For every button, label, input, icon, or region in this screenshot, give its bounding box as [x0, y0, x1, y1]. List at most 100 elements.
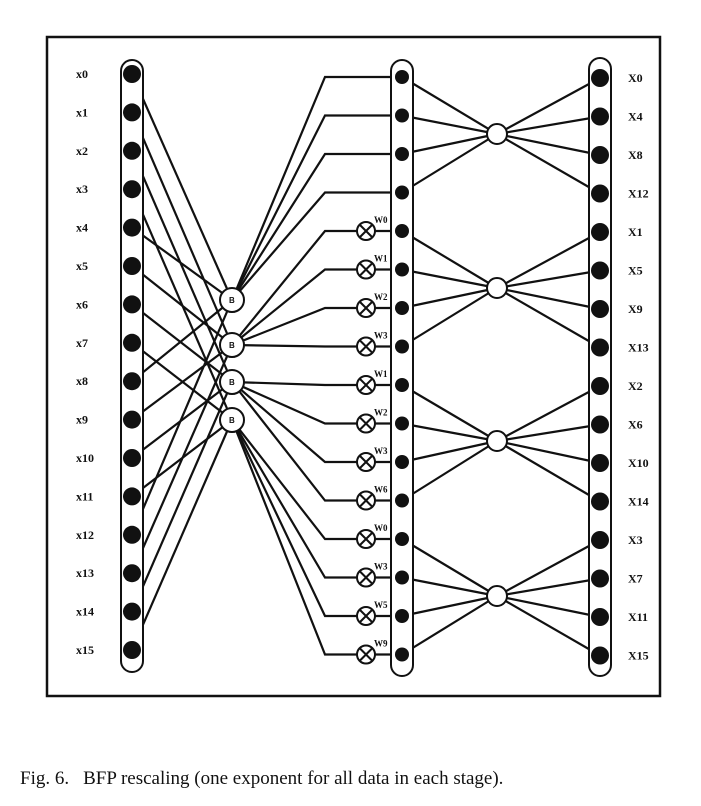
- bfp-node: [219, 332, 245, 358]
- output-label: X9: [628, 302, 643, 316]
- middle-to-group-line: [401, 76, 498, 135]
- multiplier-cross: [359, 455, 373, 469]
- group-to-output-line: [496, 577, 601, 598]
- output-label: X6: [628, 418, 643, 432]
- bfp-label: B: [229, 378, 235, 387]
- bfp-label: B: [229, 416, 235, 425]
- middle-to-group-line: [401, 422, 498, 443]
- output-label: X2: [628, 379, 643, 393]
- input-node: [123, 487, 141, 506]
- middle-to-group-line: [401, 576, 498, 598]
- input-label: x2: [76, 144, 88, 158]
- output-label: X5: [628, 264, 643, 278]
- bfp-to-twiddle-line: [231, 380, 402, 387]
- figure-number: Fig. 6.: [20, 768, 70, 789]
- bfp-to-twiddle-line: [231, 381, 402, 502]
- output-node: [591, 146, 609, 164]
- output-node: [591, 377, 609, 395]
- multiplier-cross: [359, 339, 373, 354]
- input-node: [123, 602, 141, 621]
- input-label: x11: [76, 489, 93, 503]
- group-to-output-line: [496, 286, 601, 311]
- bfp-to-twiddle-line: [231, 229, 402, 346]
- input-node: [123, 564, 141, 583]
- bfp-label: B: [229, 341, 235, 350]
- figure-caption-text: BFP rescaling (one exponent for all data…: [83, 768, 504, 789]
- output-column-bar: [588, 57, 612, 677]
- middle-to-group-line: [401, 133, 498, 194]
- group-to-output-line: [496, 440, 601, 503]
- input-to-bfp-line: [131, 299, 233, 383]
- bfp-to-twiddle-line: [231, 380, 402, 425]
- bfp-to-middle-line: [230, 75, 402, 301]
- middle-to-group-line: [401, 439, 498, 464]
- output-node: [591, 338, 609, 357]
- output-label: X14: [628, 495, 649, 509]
- twiddle-label: W3: [374, 331, 388, 341]
- group-to-output-line: [496, 132, 601, 157]
- output-label: X10: [628, 456, 649, 470]
- bfp-to-twiddle-line: [231, 381, 402, 464]
- bfp-node: [219, 369, 245, 395]
- multiplier-cross: [359, 570, 373, 585]
- multiplier-cross: [359, 609, 373, 623]
- middle-to-group-line: [401, 440, 498, 502]
- input-node: [123, 641, 141, 659]
- group-to-output-line: [496, 539, 601, 597]
- twiddle-label: W2: [374, 292, 388, 302]
- output-node: [591, 492, 609, 511]
- bfp-to-middle-line: [231, 114, 402, 301]
- multiplier-cross: [359, 647, 373, 662]
- input-label: x1: [76, 105, 88, 119]
- input-label: x6: [76, 297, 88, 311]
- input-label: x5: [76, 259, 88, 273]
- butterfly-node: [486, 277, 508, 299]
- output-node: [591, 300, 609, 318]
- input-to-bfp-line: [130, 381, 234, 613]
- input-node: [123, 333, 141, 352]
- bfp-to-twiddle-line: [231, 268, 402, 346]
- output-label: X12: [628, 187, 649, 201]
- diagram-nodes: x0x1x2x3x4x5x6x7x8x9x10x11x12x13x14x15X0…: [76, 65, 649, 665]
- butterfly-node: [486, 430, 508, 452]
- butterfly-node: [486, 123, 508, 145]
- output-node: [591, 608, 609, 626]
- input-node: [123, 180, 141, 199]
- multiplier-cross: [359, 532, 373, 546]
- input-label: x8: [76, 374, 88, 388]
- output-label: X4: [628, 110, 643, 124]
- input-node: [123, 295, 141, 314]
- output-node: [591, 454, 609, 472]
- group-to-output-line: [496, 133, 601, 195]
- output-node: [591, 569, 609, 588]
- input-to-bfp-line: [130, 419, 234, 651]
- multiplier-cross: [359, 416, 373, 431]
- output-node: [591, 107, 609, 126]
- middle-node: [395, 609, 409, 623]
- input-label: x4: [76, 221, 88, 235]
- input-label: x13: [76, 566, 94, 580]
- multiplier-cross: [359, 262, 373, 277]
- input-label: x10: [76, 451, 94, 465]
- middle-to-group-line: [401, 230, 498, 289]
- bfp-to-twiddle-line: [231, 419, 402, 618]
- middle-node: [395, 647, 409, 662]
- multiplier-cross: [359, 224, 373, 238]
- middle-node: [395, 262, 409, 277]
- input-label: x14: [76, 605, 94, 619]
- input-label: x9: [76, 413, 88, 427]
- output-label: X13: [628, 341, 649, 355]
- twiddle-label: W9: [374, 639, 388, 649]
- middle-column-bar: [390, 59, 414, 677]
- middle-node: [395, 108, 409, 123]
- twiddle-label: W1: [374, 254, 388, 264]
- input-node: [123, 257, 141, 275]
- input-to-bfp-line: [131, 226, 233, 301]
- input-node: [123, 218, 141, 237]
- output-label: X8: [628, 148, 643, 162]
- twiddle-label: W0: [374, 215, 388, 225]
- middle-to-group-line: [401, 384, 498, 442]
- twiddle-label: W2: [374, 408, 388, 418]
- bfp-to-twiddle-line: [231, 419, 402, 579]
- input-node: [123, 449, 141, 467]
